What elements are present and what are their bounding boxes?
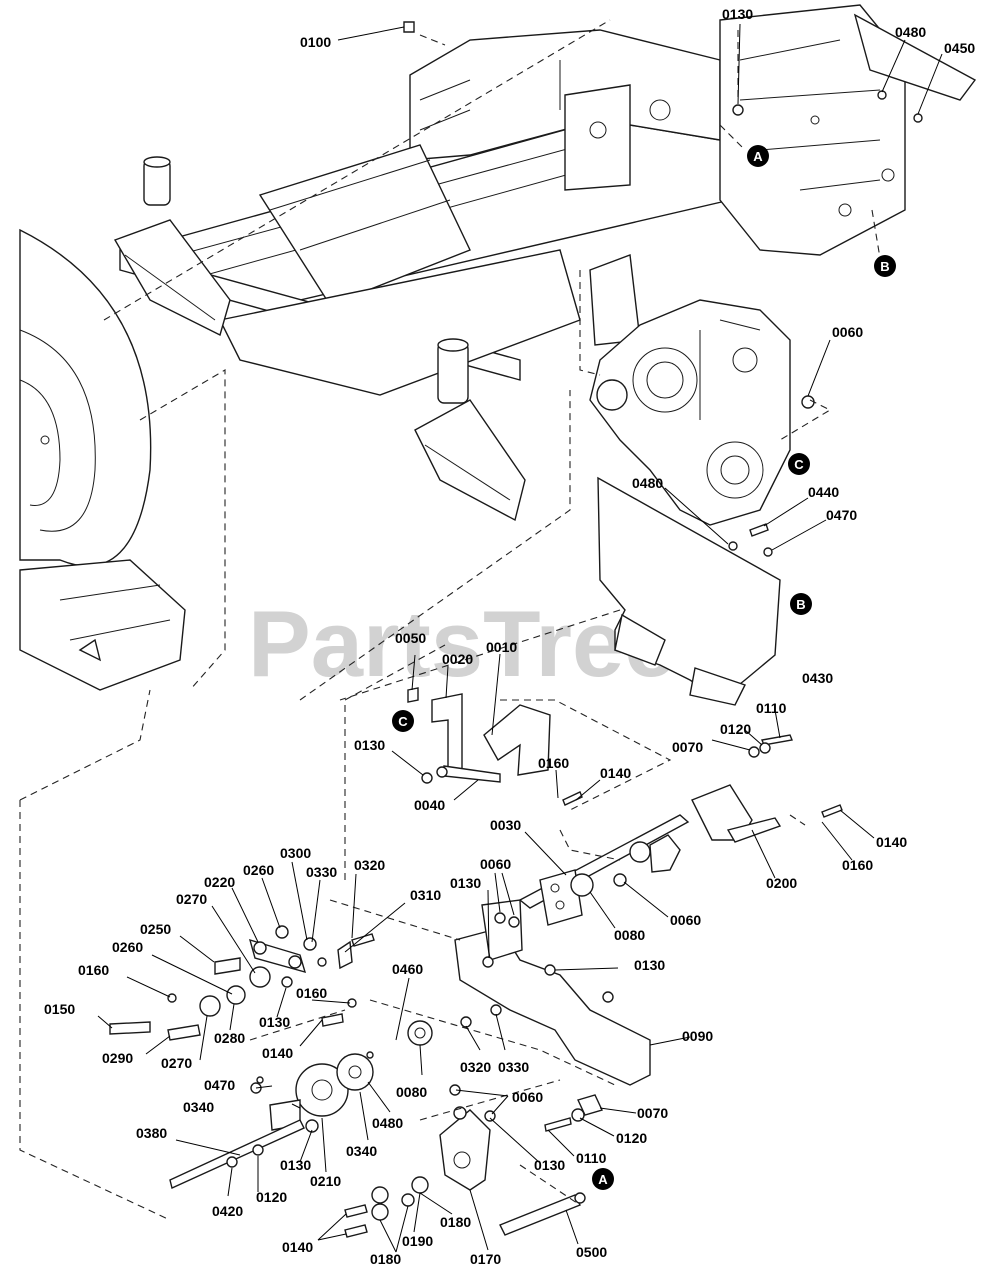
callout-c-top: C bbox=[788, 453, 810, 475]
part-label: 0480 bbox=[372, 1115, 403, 1131]
part-label: 0270 bbox=[176, 891, 207, 907]
part-label: 0420 bbox=[212, 1203, 243, 1219]
part-label: 0170 bbox=[470, 1251, 501, 1267]
part-label: 0470 bbox=[204, 1077, 235, 1093]
part-label: 0440 bbox=[808, 484, 839, 500]
upper-brackets bbox=[407, 687, 551, 784]
part-label: 0190 bbox=[402, 1233, 433, 1249]
part-label: 0060 bbox=[512, 1089, 543, 1105]
part-label: 0080 bbox=[396, 1084, 427, 1100]
part-label: 0130 bbox=[354, 737, 385, 753]
watermark-text: PartsTree bbox=[248, 591, 677, 696]
part-label: 0060 bbox=[832, 324, 863, 340]
part-label: 0160 bbox=[78, 962, 109, 978]
svg-text:A: A bbox=[598, 1172, 608, 1187]
part-label: 0470 bbox=[826, 507, 857, 523]
part-label: 0140 bbox=[262, 1045, 293, 1061]
part-label: 0120 bbox=[616, 1130, 647, 1146]
part-label: 0070 bbox=[672, 739, 703, 755]
callout-c-bracket: C bbox=[392, 710, 414, 732]
part-label: 0140 bbox=[876, 834, 907, 850]
callout-a-bottom: A bbox=[592, 1168, 614, 1190]
svg-text:C: C bbox=[794, 457, 804, 472]
part-label: 0080 bbox=[614, 927, 645, 943]
shield-plate bbox=[597, 476, 781, 706]
part-number-labels: 0100 0130 0480 0450 0060 0480 0440 0470 … bbox=[44, 6, 975, 1267]
part-label: 0110 bbox=[756, 700, 787, 716]
part-label: 0130 bbox=[534, 1157, 565, 1173]
callout-b-shield: B bbox=[790, 593, 812, 615]
part-label: 0330 bbox=[498, 1059, 529, 1075]
part-label: 0060 bbox=[670, 912, 701, 928]
part-label: 0210 bbox=[310, 1173, 341, 1189]
callout-b-top: B bbox=[874, 255, 896, 277]
part-label: 0460 bbox=[392, 961, 423, 977]
part-label: 0320 bbox=[354, 857, 385, 873]
part-label: 0200 bbox=[766, 875, 797, 891]
part-label: 0180 bbox=[440, 1214, 471, 1230]
svg-text:B: B bbox=[880, 259, 889, 274]
part-label: 0340 bbox=[346, 1143, 377, 1159]
part-label: 0160 bbox=[842, 857, 873, 873]
svg-text:A: A bbox=[753, 149, 763, 164]
part-label: 0300 bbox=[280, 845, 311, 861]
part-label: 0450 bbox=[944, 40, 975, 56]
part-label: 0090 bbox=[682, 1028, 713, 1044]
part-label: 0130 bbox=[450, 875, 481, 891]
part-label: 0140 bbox=[600, 765, 631, 781]
watermark: PartsTree TM bbox=[248, 591, 732, 696]
part-label: 0260 bbox=[243, 862, 274, 878]
part-label: 0130 bbox=[259, 1014, 290, 1030]
mounting-plate-0090 bbox=[454, 899, 651, 1086]
part-label: 0120 bbox=[256, 1189, 287, 1205]
part-label: 0430 bbox=[802, 670, 833, 686]
part-label: 0160 bbox=[296, 985, 327, 1001]
part-label: 0010 bbox=[486, 639, 517, 655]
part-label: 0330 bbox=[306, 864, 337, 880]
svg-text:B: B bbox=[796, 597, 805, 612]
part-label: 0280 bbox=[214, 1030, 245, 1046]
part-label: 0310 bbox=[410, 887, 441, 903]
part-label: 0130 bbox=[634, 957, 665, 973]
part-label: 0070 bbox=[637, 1105, 668, 1121]
part-label: 0110 bbox=[576, 1150, 607, 1166]
part-label: 0050 bbox=[395, 630, 426, 646]
part-label: 0270 bbox=[161, 1055, 192, 1071]
assembly-guide-lines bbox=[19, 19, 881, 1221]
part-label: 0340 bbox=[183, 1099, 214, 1115]
part-label: 0480 bbox=[632, 475, 663, 491]
part-label: 0130 bbox=[280, 1157, 311, 1173]
part-label: 0380 bbox=[136, 1125, 167, 1141]
part-label: 0020 bbox=[442, 651, 473, 667]
callout-markers: A B C B C A bbox=[392, 145, 896, 1190]
part-label: 0120 bbox=[720, 721, 751, 737]
drum-assembly bbox=[19, 228, 186, 691]
part-label: 0500 bbox=[576, 1244, 607, 1260]
part-label: 0160 bbox=[538, 755, 569, 771]
part-label: 0480 bbox=[895, 24, 926, 40]
left-linkage bbox=[109, 925, 375, 1041]
shift-shaft-assembly bbox=[518, 734, 843, 926]
part-label: 0320 bbox=[460, 1059, 491, 1075]
transaxle-assembly bbox=[589, 299, 815, 526]
chassis-frame bbox=[113, 4, 977, 522]
part-label: 0220 bbox=[204, 874, 235, 890]
part-label: 0100 bbox=[300, 34, 331, 50]
part-label: 0250 bbox=[140, 921, 171, 937]
part-label: 0060 bbox=[480, 856, 511, 872]
part-label: 0140 bbox=[282, 1239, 313, 1255]
part-label: 0290 bbox=[102, 1050, 133, 1066]
part-label: 0130 bbox=[722, 6, 753, 22]
callout-a-top: A bbox=[747, 145, 769, 167]
svg-text:C: C bbox=[398, 714, 408, 729]
part-label: 0040 bbox=[414, 797, 445, 813]
leader-lines bbox=[97, 23, 943, 1253]
part-label: 0260 bbox=[112, 939, 143, 955]
part-label: 0150 bbox=[44, 1001, 75, 1017]
part-label: 0180 bbox=[370, 1251, 401, 1267]
part-label: 0030 bbox=[490, 817, 521, 833]
